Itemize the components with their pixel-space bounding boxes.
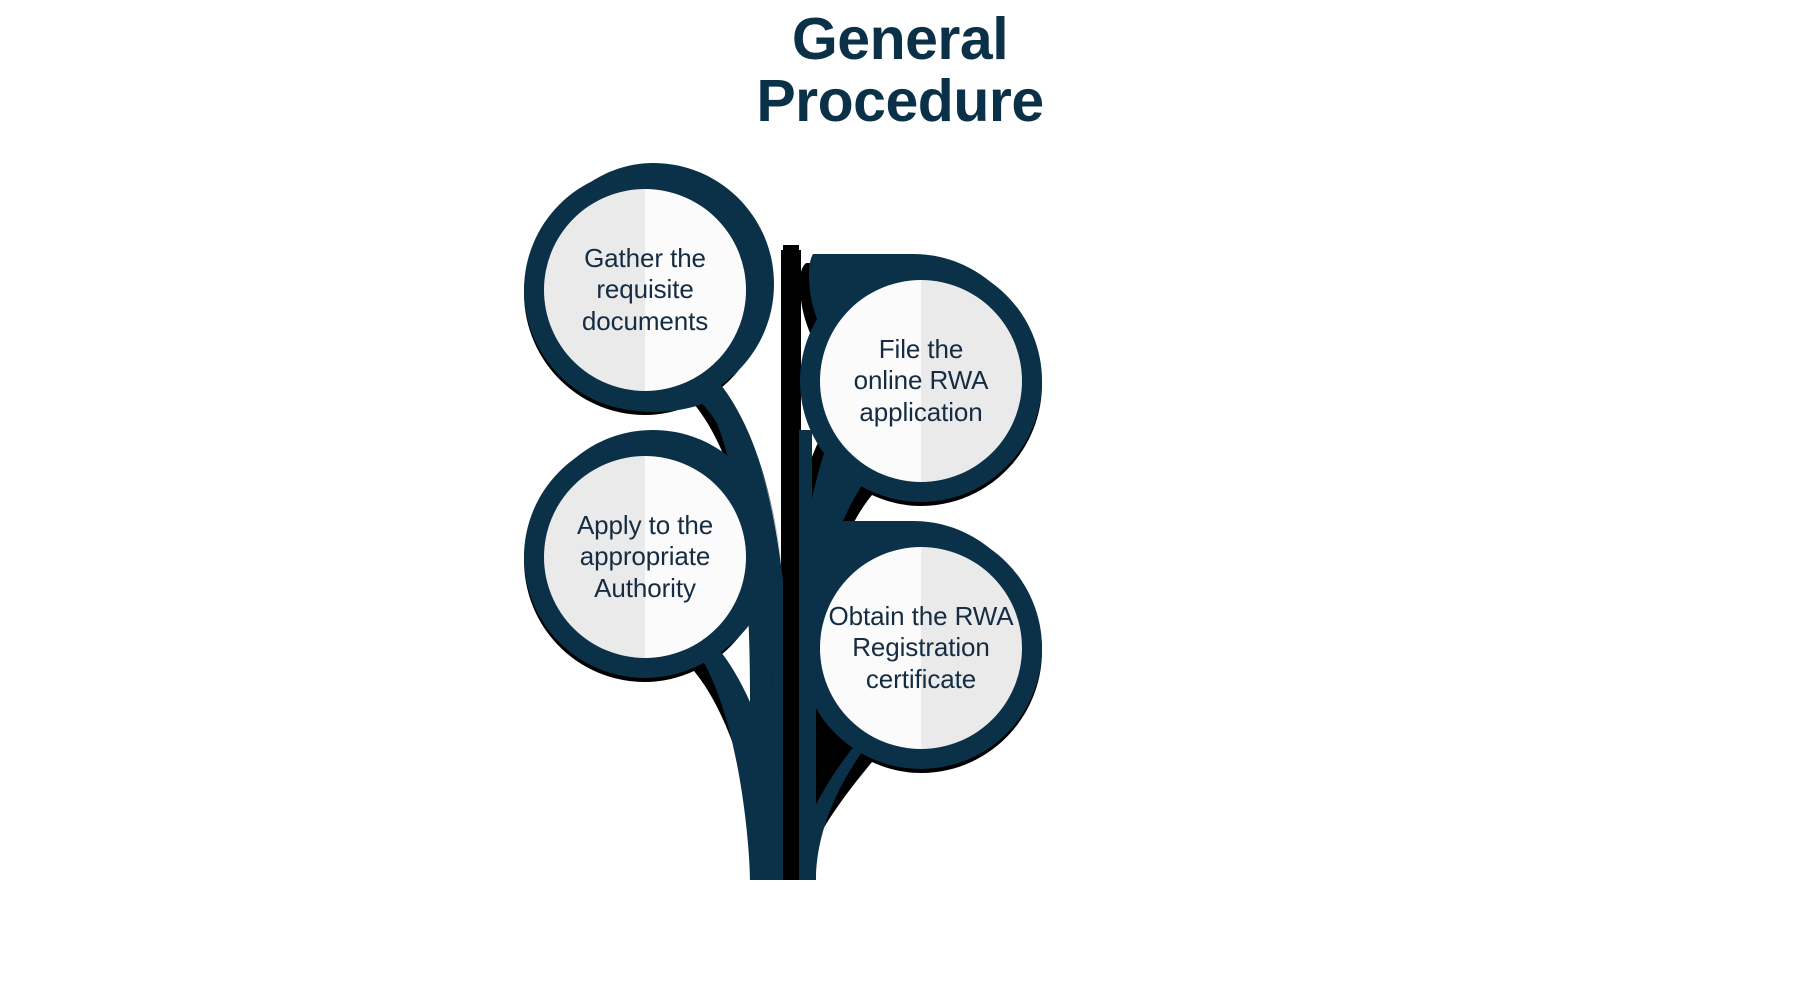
pin-inner-circle-step-4 (820, 547, 1022, 749)
pin-inner-circles (544, 189, 1022, 749)
pin-inner-circle-step-1 (544, 189, 746, 391)
central-stem (783, 245, 799, 880)
stem-navy-fill (799, 430, 812, 880)
pin-inner-circle-step-2 (820, 280, 1022, 482)
pin-inner-circle-step-3 (544, 456, 746, 658)
